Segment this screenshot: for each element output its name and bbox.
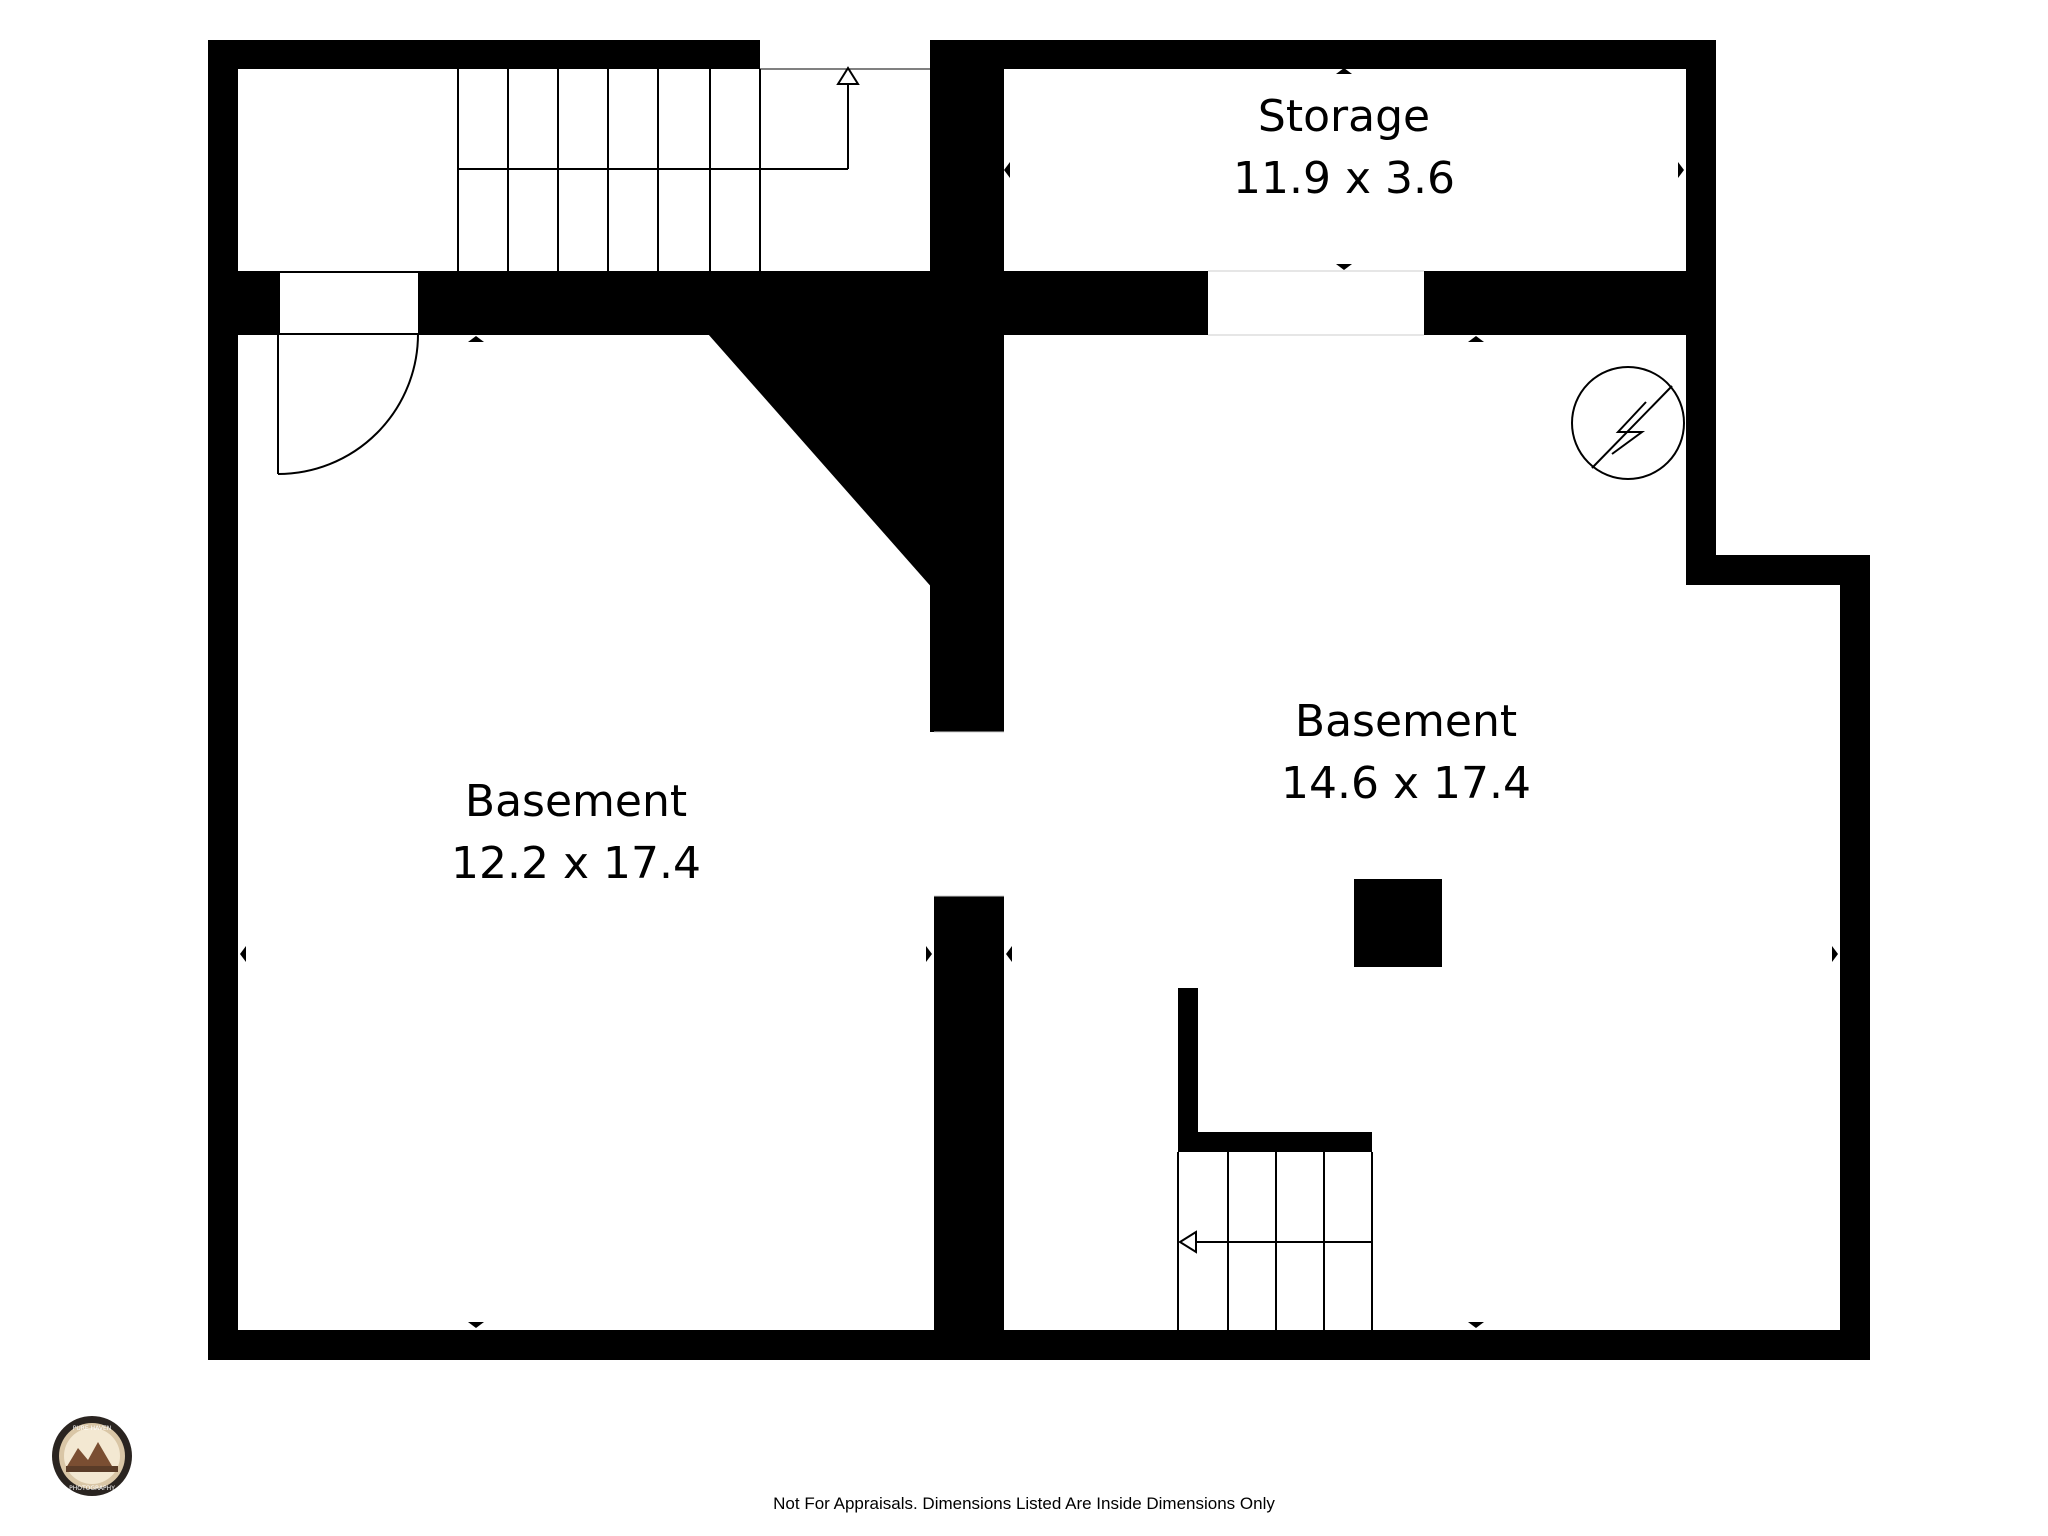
dimension-marker-icon bbox=[1006, 946, 1012, 962]
wall-center-lower bbox=[934, 896, 1004, 1360]
dimension-marker-icon bbox=[1336, 68, 1352, 74]
stair-wall-vertical bbox=[1178, 988, 1198, 1148]
dimension-marker-icon bbox=[1468, 336, 1484, 342]
water-heater-icon bbox=[1571, 366, 1685, 480]
door-swing bbox=[277, 271, 419, 475]
walls bbox=[208, 40, 1870, 1360]
wall-horizontal-right-b bbox=[1424, 271, 1716, 335]
room-dims-basement-left: 12.2 x 17.4 bbox=[451, 838, 701, 889]
disclaimer-note: Not For Appraisals. Dimensions Listed Ar… bbox=[773, 1494, 1275, 1513]
dimension-marker-icon bbox=[468, 336, 484, 342]
wall-left bbox=[208, 40, 238, 1360]
opening-lines bbox=[934, 270, 1424, 897]
stair-wall-horizontal bbox=[1178, 1132, 1372, 1152]
room-dims-basement-right: 14.6 x 17.4 bbox=[1281, 758, 1531, 809]
dimension-marker-icon bbox=[1832, 946, 1838, 962]
room-dims-storage: 11.9 x 3.6 bbox=[1233, 153, 1455, 204]
room-name-storage: Storage bbox=[1258, 91, 1430, 142]
wall-far-right bbox=[1840, 555, 1870, 1360]
wall-bottom bbox=[208, 1330, 1870, 1360]
wall-top-right bbox=[930, 40, 1716, 69]
support-column bbox=[1354, 879, 1442, 967]
dimension-markers bbox=[240, 68, 1838, 1328]
wall-horizontal-left-a bbox=[208, 271, 280, 335]
dimension-marker-icon bbox=[240, 946, 246, 962]
dimension-marker-icon bbox=[1468, 1322, 1484, 1328]
chimney-block bbox=[708, 334, 934, 590]
room-name-basement-right: Basement bbox=[1295, 696, 1517, 747]
wall-top-left bbox=[208, 40, 760, 69]
logo-text-bottom: PHOTOGRAPHY bbox=[69, 1485, 115, 1492]
stair-arrow-icon bbox=[836, 66, 860, 85]
wall-horizontal-left-b bbox=[418, 271, 934, 335]
dimension-marker-icon bbox=[468, 1322, 484, 1328]
dimension-marker-icon bbox=[1336, 264, 1352, 270]
dimension-marker-icon bbox=[1004, 162, 1010, 178]
company-logo: PURE HAVEN PHOTOGRAPHY bbox=[52, 1416, 132, 1496]
dimension-marker-icon bbox=[1678, 162, 1684, 178]
wall-step bbox=[1686, 555, 1870, 585]
lower-staircase bbox=[1177, 1152, 1373, 1330]
wall-horizontal-right-a bbox=[1000, 271, 1208, 335]
dimension-marker-icon bbox=[926, 946, 932, 962]
wall-center-upper bbox=[930, 40, 1004, 732]
room-name-basement-left: Basement bbox=[465, 776, 687, 827]
upper-staircase bbox=[457, 66, 934, 271]
stair-arrow-icon bbox=[1178, 1230, 1197, 1254]
logo-text-top: PURE HAVEN bbox=[73, 1425, 112, 1432]
